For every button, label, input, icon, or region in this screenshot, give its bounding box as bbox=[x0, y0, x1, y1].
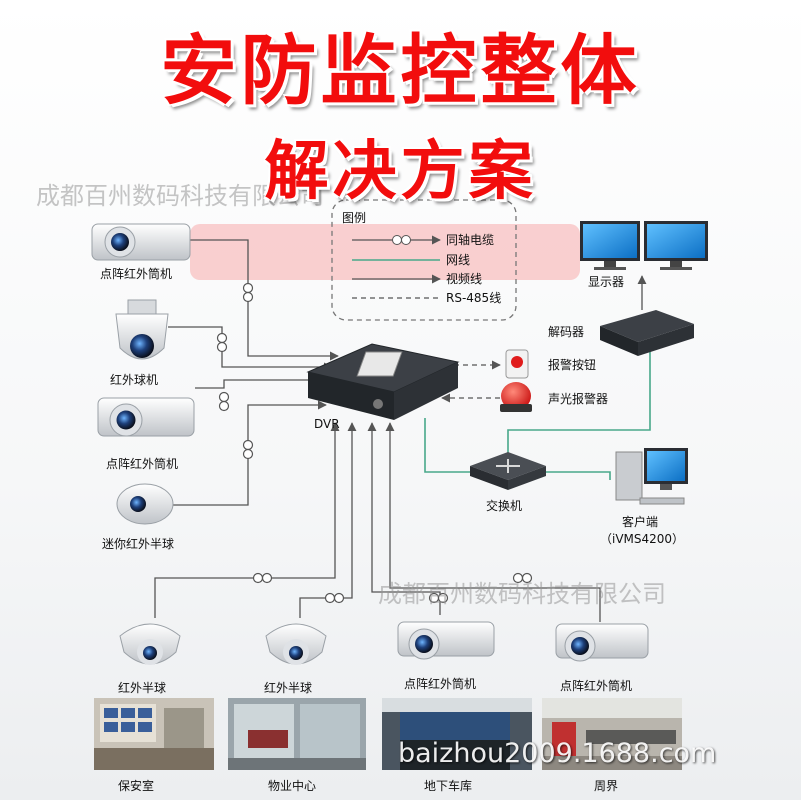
label-cam-b4: 点阵红外筒机 bbox=[560, 678, 632, 693]
dvr-icon bbox=[306, 343, 460, 420]
legend-item-coax: 同轴电缆 bbox=[446, 232, 494, 247]
dome-camera-icon bbox=[119, 623, 181, 665]
label-monitors: 显示器 bbox=[588, 275, 624, 289]
title-reflection bbox=[190, 224, 580, 280]
watermark-url: baizhou2009.1688.com bbox=[398, 738, 717, 769]
ptz-dome-camera-icon bbox=[115, 299, 169, 360]
legend-item-network: 网线 bbox=[446, 253, 470, 267]
legend-item-video: 视频线 bbox=[446, 271, 482, 286]
label-siren: 声光报警器 bbox=[548, 391, 608, 406]
client-computer-icon bbox=[615, 448, 688, 505]
label-cam-b3: 点阵红外筒机 bbox=[404, 676, 476, 691]
photo-property-center bbox=[228, 698, 366, 770]
siren-icon bbox=[500, 382, 532, 412]
label-switch: 交换机 bbox=[486, 498, 522, 513]
legend-title: 图例 bbox=[342, 211, 366, 225]
label-cam-left-2: 点阵红外筒机 bbox=[106, 456, 178, 471]
photo-security-room bbox=[94, 698, 214, 770]
label-dome-b1: 红外半球 bbox=[118, 680, 166, 695]
label-location-2: 地下车库 bbox=[424, 778, 472, 793]
label-decoder: 解码器 bbox=[548, 325, 584, 339]
decoder-icon bbox=[600, 310, 694, 356]
monitor-icon bbox=[644, 221, 708, 270]
bullet-camera-icon bbox=[97, 397, 195, 437]
network-lines bbox=[424, 275, 651, 480]
label-dome-ptz: 红外球机 bbox=[110, 372, 158, 387]
label-alarm-button: 报警按钮 bbox=[548, 357, 596, 372]
network-switch-icon bbox=[470, 452, 546, 490]
legend-box: 图例 同轴电缆 网线 视频线 RS-485线 bbox=[331, 199, 517, 321]
watermark-company-mid: 成都百州数码科技有限公司 bbox=[378, 580, 666, 608]
bullet-camera-icon bbox=[555, 623, 649, 662]
label-cam-left-1: 点阵红外筒机 bbox=[100, 266, 172, 281]
video-lines bbox=[154, 239, 601, 622]
watermark-company-top: 成都百州数码科技有限公司 bbox=[36, 182, 324, 210]
bullet-camera-icon bbox=[91, 223, 191, 261]
legend-item-rs485: RS-485线 bbox=[446, 291, 501, 305]
label-location-0: 保安室 bbox=[118, 778, 154, 793]
label-client: 客户端 bbox=[622, 514, 658, 529]
label-dvr: DVR bbox=[314, 417, 340, 431]
photo-perimeter bbox=[542, 698, 682, 770]
main-title: 安防监控整体 bbox=[160, 26, 641, 115]
coax-coils bbox=[216, 282, 533, 604]
label-mini-dome: 迷你红外半球 bbox=[102, 536, 174, 551]
mini-dome-camera-icon bbox=[116, 483, 174, 525]
alarm-button-icon bbox=[505, 349, 529, 379]
label-dome-b2: 红外半球 bbox=[264, 680, 312, 695]
bullet-camera-icon bbox=[397, 621, 495, 660]
label-location-3: 周界 bbox=[594, 779, 618, 793]
main-subtitle: 解决方案 bbox=[264, 135, 537, 209]
photo-underground-garage bbox=[382, 698, 532, 770]
label-location-1: 物业中心 bbox=[268, 778, 316, 793]
label-client-sub: （iVMS4200） bbox=[600, 532, 684, 546]
dome-camera-icon bbox=[265, 623, 327, 665]
monitor-icon bbox=[580, 221, 640, 270]
